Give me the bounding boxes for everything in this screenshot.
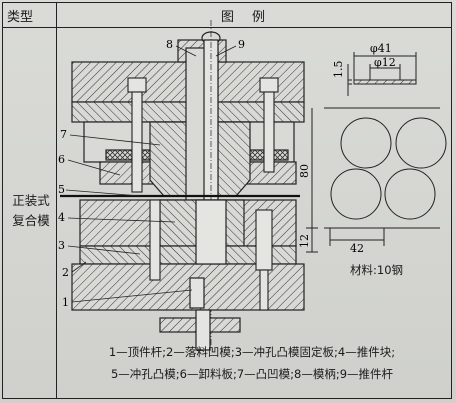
header-row: 类型 图例 [3, 3, 451, 28]
material-label: 材料:10钢 [350, 263, 404, 277]
type-line-1: 正装式 [12, 193, 50, 208]
callout-4: 4 [58, 211, 65, 224]
die-shank [177, 20, 227, 345]
header-figure: 图例 [221, 10, 284, 25]
callout-9: 9 [238, 38, 245, 51]
dim-outer-diameter: φ41 [370, 42, 392, 55]
callout-8: 8 [166, 38, 173, 51]
dim-thickness: 1.5 [332, 61, 345, 79]
callout-7: 7 [60, 128, 67, 141]
dim-edge: 12 [298, 234, 311, 248]
dim-height: 80 [298, 164, 311, 178]
column-divider [56, 3, 57, 398]
legend-line-1: 1—顶件杆;2—落料凹模;3—冲孔凸模固定板;4—推件块; [108, 345, 396, 359]
legend-line-2: 5—冲孔凸模;6—卸料板;7—凸凹模;8—模柄;9—推件杆 [110, 367, 394, 381]
callout-5: 5 [58, 183, 65, 196]
callout-2: 2 [62, 266, 69, 279]
dim-pitch: 42 [350, 242, 364, 255]
type-cell: 正装式 复合模 [9, 191, 53, 231]
part-drawing [306, 52, 447, 253]
upper-bolts [127, 77, 279, 193]
callout-6: 6 [58, 153, 65, 166]
callout-1: 1 [62, 296, 69, 309]
lower-bolts [149, 199, 273, 311]
callout-3: 3 [58, 239, 65, 252]
dim-inner-diameter: φ12 [374, 56, 396, 69]
leader-lines [65, 45, 237, 303]
die-table: 类型 图例 正装式 复合模 [2, 2, 452, 399]
type-line-2: 复合模 [12, 213, 50, 228]
header-type: 类型 [7, 10, 34, 25]
